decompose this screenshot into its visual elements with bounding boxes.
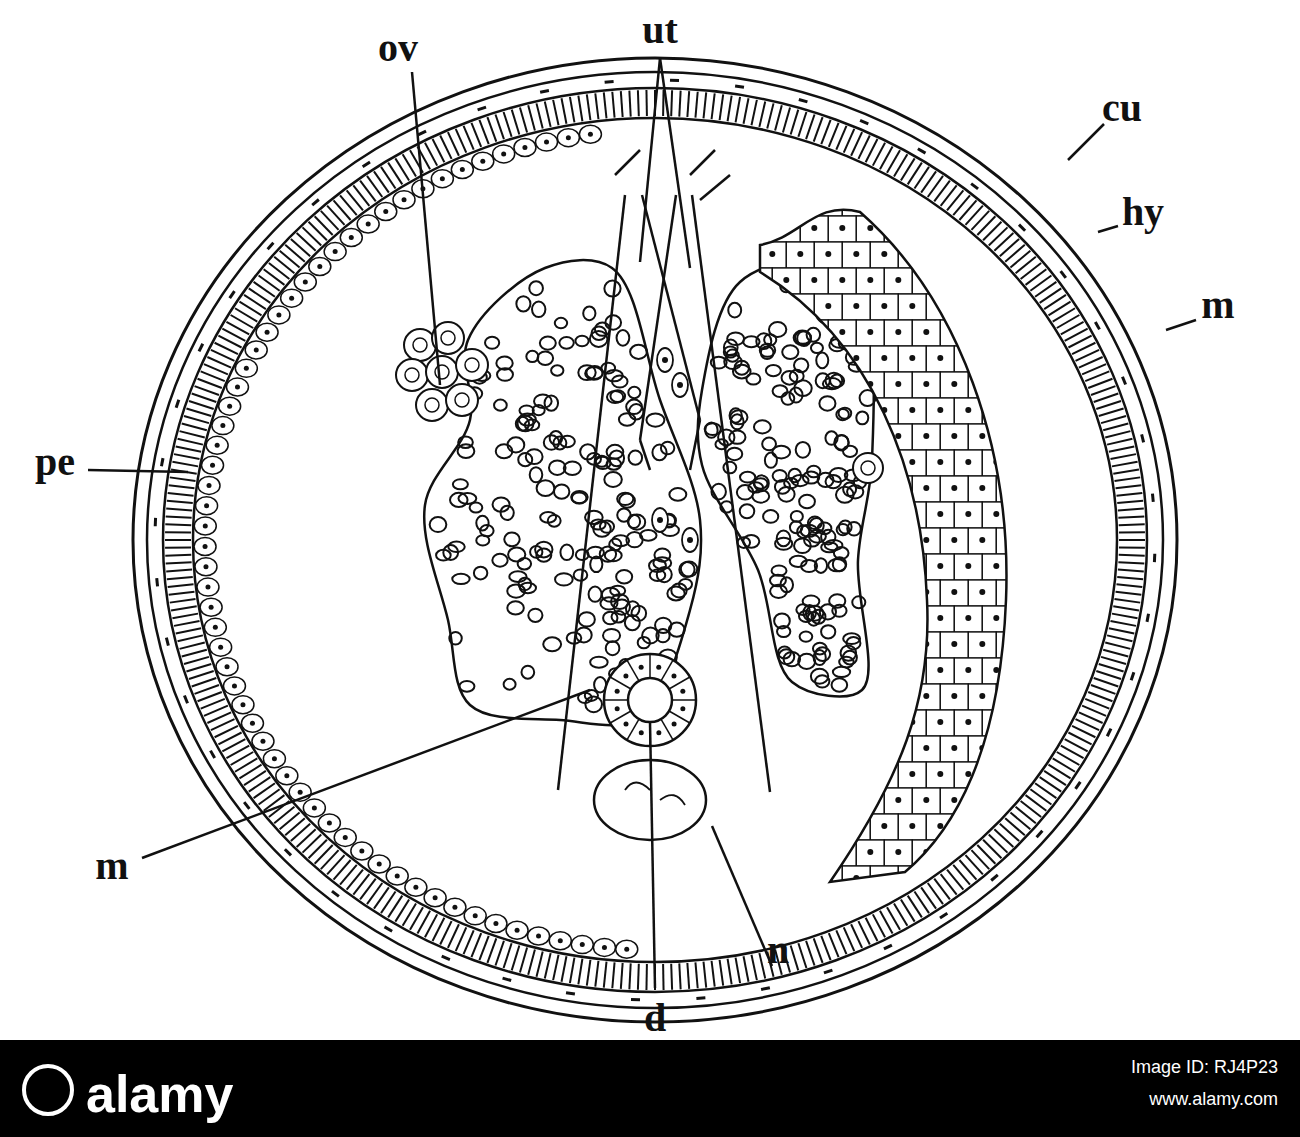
- uterus-wall: [692, 195, 770, 792]
- part-label: hy: [1122, 192, 1164, 232]
- intestine: [760, 210, 1006, 882]
- part-label: ov: [378, 28, 418, 68]
- leader-line: [712, 826, 772, 966]
- watermark-text: alamy: [86, 1068, 233, 1120]
- leader-line: [142, 690, 590, 858]
- body-wall-layer: [147, 72, 1163, 1008]
- uterus-wall: [640, 440, 650, 470]
- leader-line: [1098, 226, 1118, 232]
- part-label: d: [644, 998, 666, 1038]
- muscle-hatching: [165, 90, 1145, 990]
- leader-line: [650, 722, 655, 988]
- intestine-cells: [744, 190, 1038, 918]
- leader-line: [660, 58, 690, 268]
- watermark-text: www.alamy.com: [1149, 1090, 1278, 1108]
- leader-line: [88, 470, 188, 472]
- body-wall-layer: [193, 118, 1117, 962]
- uterus-wall: [690, 420, 700, 470]
- hypodermis-nuclei: [155, 80, 1155, 1000]
- leader-line: [1166, 320, 1196, 330]
- body-wall-layer: [133, 58, 1177, 1022]
- part-label: m: [1201, 285, 1234, 325]
- watermark-text: Image ID: RJ4P23: [1131, 1058, 1278, 1076]
- part-label: ut: [642, 10, 678, 50]
- body-wall-layer: [163, 88, 1147, 992]
- part-label: cu: [1102, 88, 1142, 128]
- uterus-wall: [640, 195, 676, 440]
- watermark-logo: [24, 1066, 72, 1114]
- part-label: m: [95, 846, 128, 886]
- part-label: n: [767, 930, 789, 970]
- leader-line: [640, 58, 660, 262]
- part-label: pe: [35, 442, 75, 482]
- leader-line: [1068, 124, 1104, 160]
- ovary: [698, 260, 874, 696]
- watermark-bar: [0, 1040, 1300, 1137]
- illustration: [88, 58, 1196, 1022]
- leader-line: [412, 72, 440, 385]
